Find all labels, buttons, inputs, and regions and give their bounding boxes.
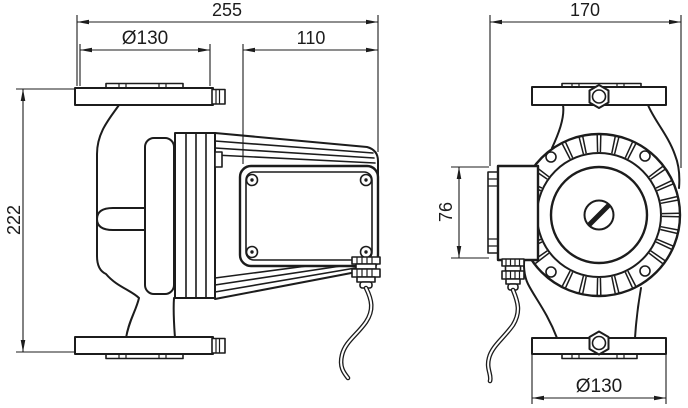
dim-flange-diameter-front-label: Ø130 — [576, 376, 622, 397]
front-bottom-flange — [531, 330, 667, 360]
dim-overall-length-label: 255 — [212, 0, 242, 20]
side-cable-gland — [351, 256, 381, 289]
side-terminal-box — [238, 164, 380, 268]
dimension-overall-length: 255 — [76, 0, 379, 152]
dimension-height: 222 — [4, 88, 75, 353]
motor-bolt-holes — [545, 150, 651, 278]
side-motor-notch — [214, 151, 223, 168]
dim-terminal-box-height-label: 76 — [436, 202, 456, 222]
dim-height-label: 222 — [4, 205, 24, 235]
dim-flange-diameter-side-label: Ø130 — [122, 28, 168, 49]
dimension-flange-diameter-front: Ø130 — [531, 354, 667, 404]
side-body-boss — [96, 207, 146, 231]
side-view: 255 Ø130 110 222 — [4, 0, 381, 381]
front-terminal-box — [487, 164, 540, 262]
dimension-motor-length: 110 — [242, 28, 378, 164]
side-pump-column — [144, 137, 175, 295]
dimension-overall-width: 170 — [489, 0, 682, 168]
side-bottom-flange — [74, 336, 226, 360]
side-adapter-stack — [174, 132, 216, 299]
front-power-cable — [485, 287, 521, 384]
side-power-cable — [338, 285, 374, 381]
dim-overall-width-label: 170 — [570, 0, 600, 20]
side-top-flange — [74, 82, 226, 106]
dimension-terminal-box-height: 76 — [436, 166, 489, 259]
cover-screw-icon — [245, 173, 373, 259]
side-pump-body — [96, 104, 216, 339]
flange-bolt-icon — [211, 337, 226, 354]
flange-bolt-icon — [211, 88, 226, 105]
front-motor-face — [516, 132, 682, 298]
front-view: 170 76 Ø130 — [436, 0, 682, 404]
front-cable-gland — [501, 258, 525, 291]
dim-motor-length-label: 110 — [297, 28, 326, 48]
front-top-flange — [531, 82, 667, 109]
dimension-flange-diameter-side: Ø130 — [79, 28, 211, 86]
